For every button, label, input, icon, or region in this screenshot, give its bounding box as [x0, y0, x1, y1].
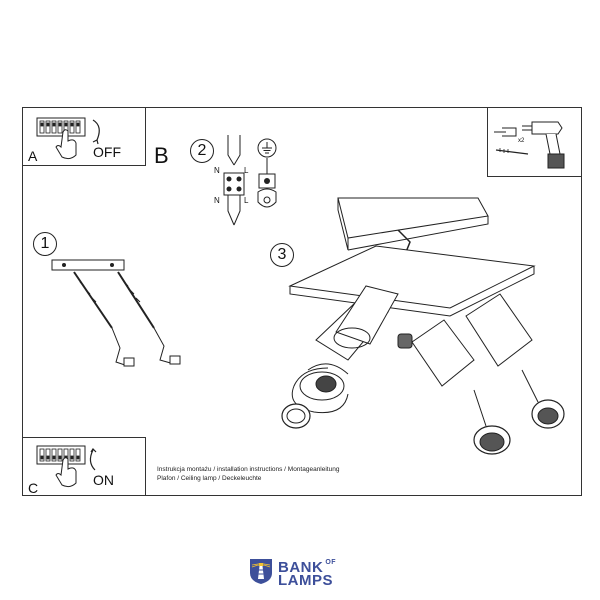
fuse-box-on-icon: [36, 445, 97, 488]
instructions-line-1: Instrukcja montażu / installation instru…: [157, 466, 340, 473]
ceiling-mount-cables-diagram: [51, 259, 181, 367]
wire-n-bottom: N: [214, 196, 220, 205]
drill-and-screws-icon: [494, 121, 565, 169]
wire-n-top: N: [214, 166, 220, 175]
wire-l-bottom: L: [244, 196, 249, 205]
panel-a-switch-off: A OFF: [22, 107, 146, 166]
tools-count: x2: [518, 138, 525, 144]
wiring-terminal-diagram: [223, 135, 245, 226]
tools-box: x2: [487, 107, 582, 177]
panel-b-letter: B: [154, 143, 169, 168]
step-3-number: 3: [270, 243, 294, 267]
logo-word-lamps: LAMPS: [278, 572, 333, 589]
instruction-sheet: [22, 107, 582, 496]
ground-terminal-icon: [257, 138, 277, 208]
wire-l-top: L: [244, 166, 249, 175]
logo-word-of: OF: [325, 559, 337, 566]
panel-a-letter: A: [28, 148, 38, 164]
fuse-box-off-icon: [36, 117, 100, 160]
panel-c-switch-on: C ON: [22, 437, 146, 496]
step-1-number: 1: [33, 232, 57, 256]
panel-c-on-label: ON: [93, 472, 114, 488]
panel-a-off-label: OFF: [93, 144, 121, 160]
lighthouse-shield-icon: [250, 559, 272, 584]
panel-c-letter: C: [28, 480, 39, 496]
instructions-line-2: Plafon / Ceiling lamp / Deckeleuchte: [157, 475, 262, 482]
lamp-assembly-diagram: [281, 197, 565, 455]
step-2-number: 2: [190, 139, 214, 163]
